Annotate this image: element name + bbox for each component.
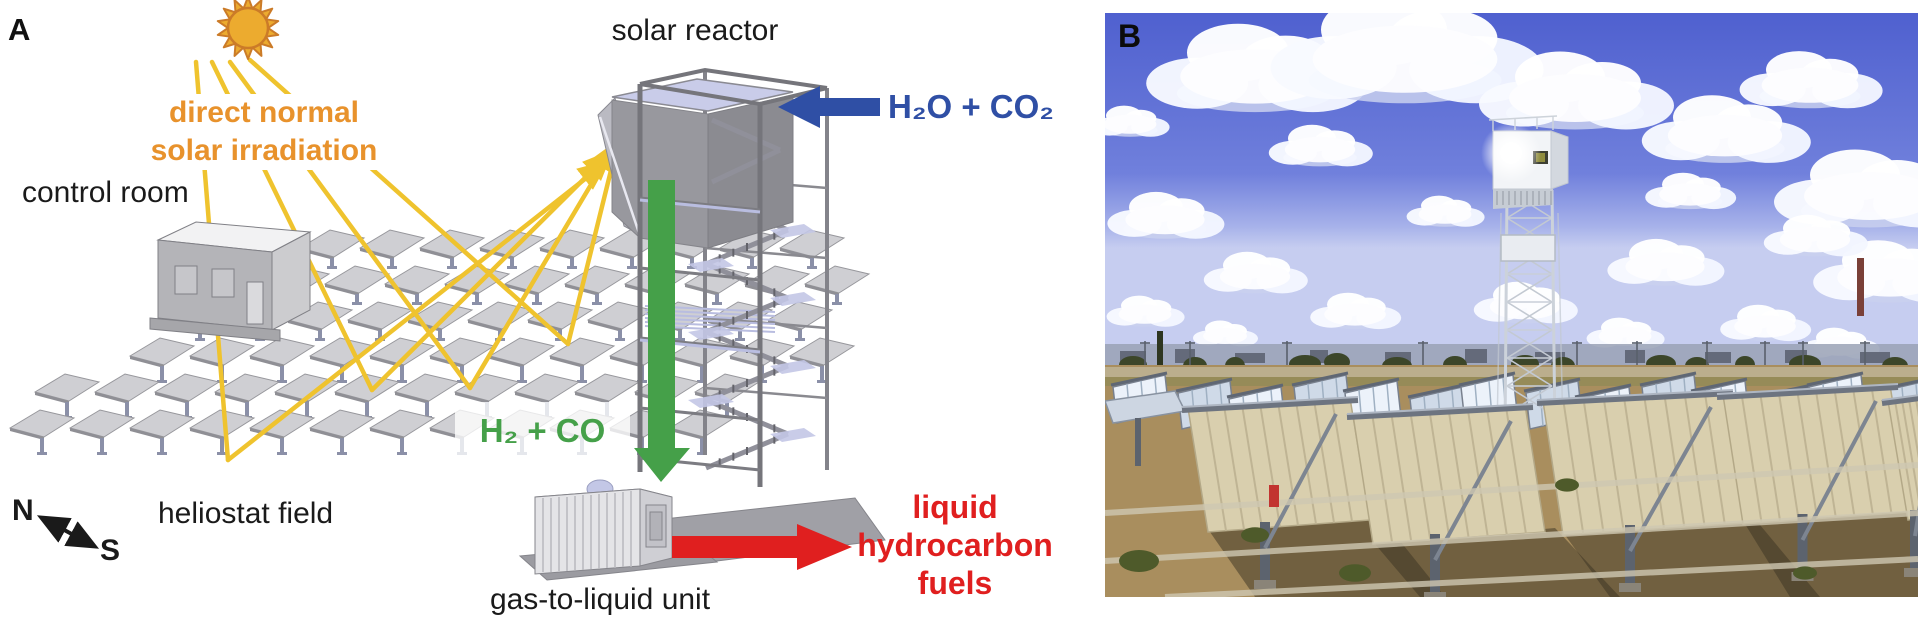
panel-b-label: B [1118, 18, 1142, 54]
panel-a-label: A [8, 12, 31, 47]
control-room-graphic [149, 221, 312, 342]
north-south-compass [36, 515, 100, 549]
heliostat-field-label: heliostat field [158, 497, 334, 530]
heliostat-field-graphic [8, 229, 871, 455]
compass-south-label: S [100, 534, 121, 567]
gas-to-liquid-label: gas-to-liquid unit [489, 583, 711, 616]
irradiation-label: direct normal solar irradiation [118, 94, 410, 170]
compass-north-label: N [12, 494, 34, 527]
water-co2-label: H₂O + CO₂ [888, 88, 1054, 125]
solar-reactor-label: solar reactor [611, 14, 779, 47]
panel-b-photo [1105, 13, 1918, 597]
heliostat-back-structures [1105, 383, 1918, 597]
water-co2-arrow [778, 86, 880, 128]
sun-icon [216, 0, 280, 60]
reflected-beam-arrows [225, 131, 627, 463]
fuel-arrow [672, 524, 852, 570]
syngas-arrow [634, 180, 690, 482]
syngas-label-box [455, 402, 630, 462]
syngas-label: H₂ + CO [479, 412, 606, 449]
gas-to-liquid-graphic [518, 479, 886, 581]
control-room-label: control room [22, 176, 189, 209]
road-strip [1105, 367, 1918, 377]
panel-a-diagram [8, 0, 886, 581]
photo-solar-tower [1481, 115, 1569, 434]
clouds [1105, 13, 1918, 359]
solar-tower-graphic [597, 67, 829, 487]
fuel-label: liquid hydrocarbon fuels [857, 489, 1053, 601]
